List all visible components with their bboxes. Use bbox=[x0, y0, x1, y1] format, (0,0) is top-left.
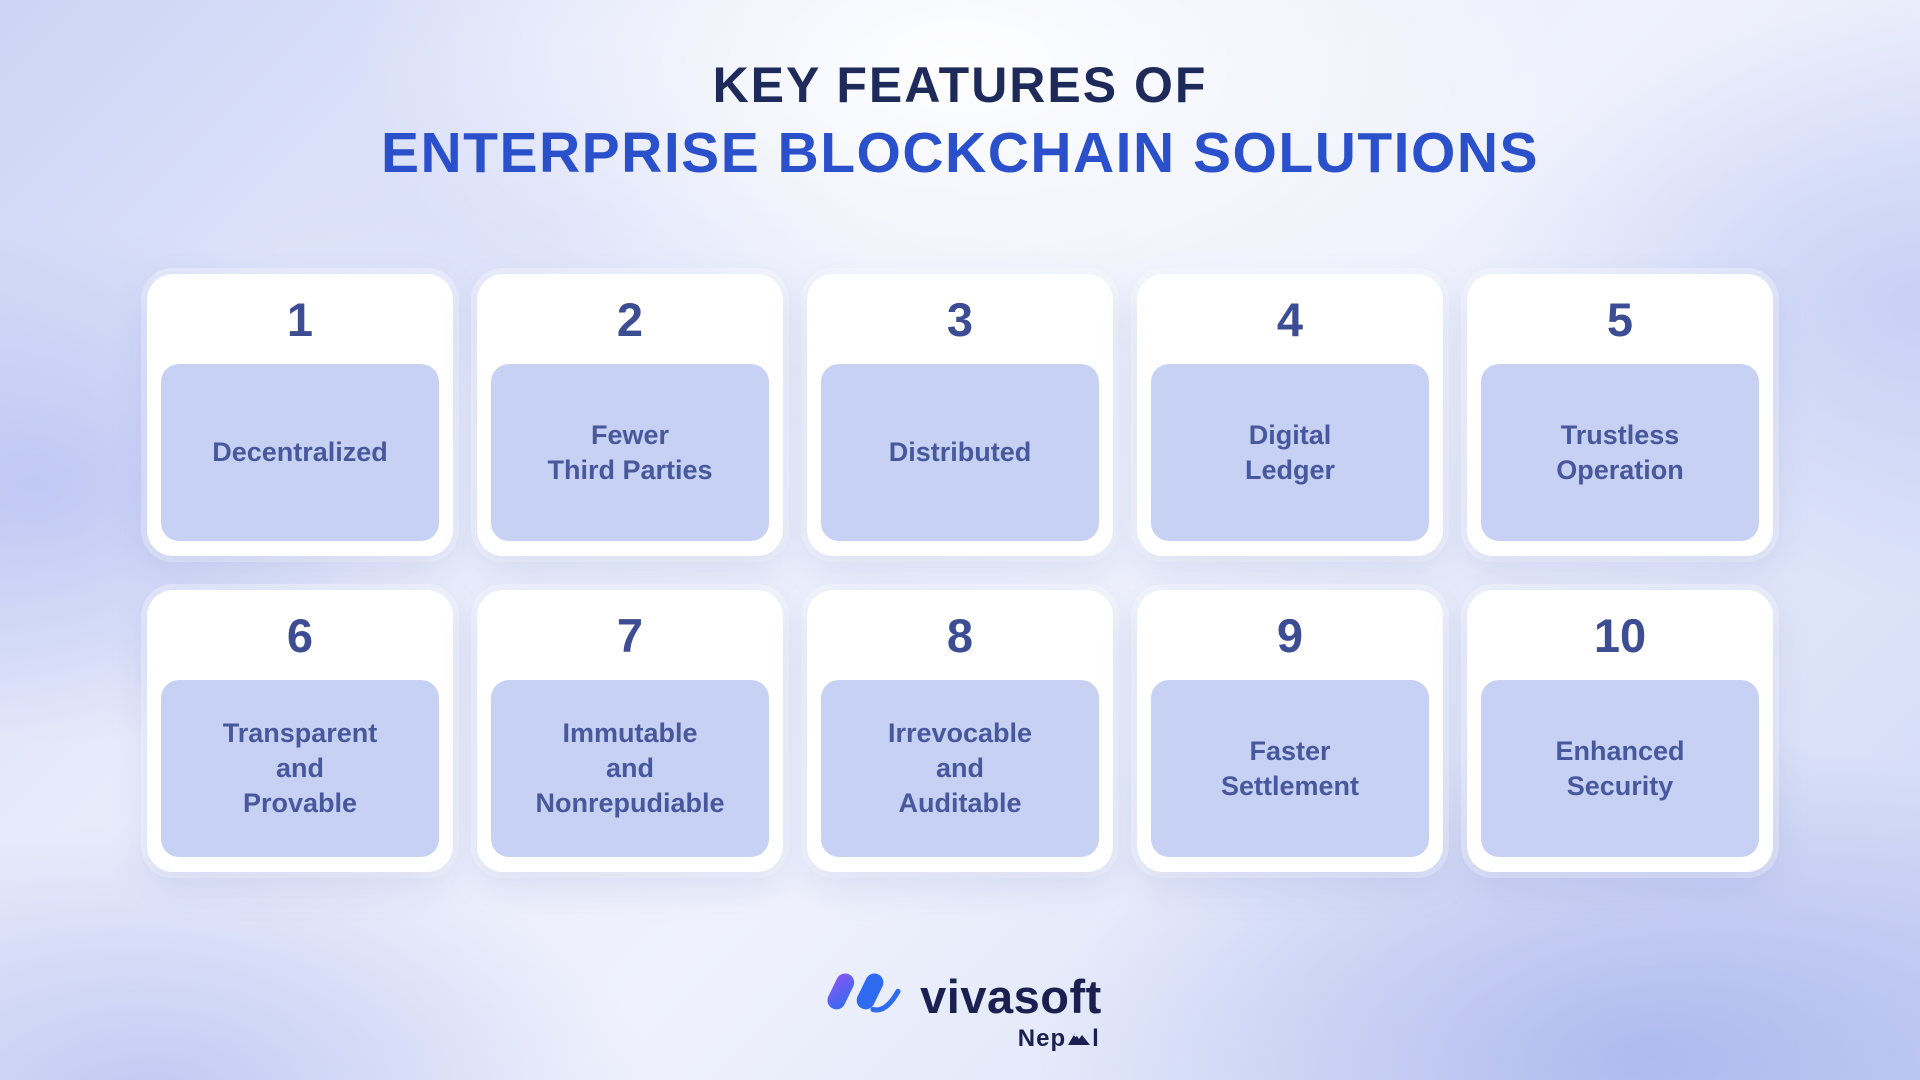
feature-card-2: 2 Fewer Third Parties bbox=[477, 274, 783, 557]
feature-label: Faster Settlement bbox=[1220, 735, 1360, 801]
feature-box: Enhanced Security bbox=[1481, 680, 1759, 858]
feature-label: Distributed bbox=[888, 437, 1032, 468]
feature-label: Trustless Operation bbox=[1556, 419, 1684, 485]
feature-card-9: 9 Faster Settlement bbox=[1137, 590, 1443, 873]
feature-label: Irrevocable and Auditable bbox=[887, 717, 1033, 819]
feature-box: Faster Settlement bbox=[1151, 680, 1429, 858]
feature-number: 8 bbox=[946, 608, 974, 662]
feature-box: Immutable and Nonrepudiable bbox=[491, 680, 769, 858]
feature-box: Irrevocable and Auditable bbox=[821, 680, 1099, 858]
feature-box: Decentralized bbox=[161, 364, 439, 542]
feature-card-8: 8 Irrevocable and Auditable bbox=[807, 590, 1113, 873]
feature-card-6: 6 Transparent and Provable bbox=[147, 590, 453, 873]
feature-box: Transparent and Provable bbox=[161, 680, 439, 858]
nepal-prefix: Nep bbox=[1017, 1025, 1067, 1053]
feature-number: 6 bbox=[286, 608, 314, 662]
feature-label: Decentralized bbox=[212, 437, 388, 468]
feature-box: Trustless Operation bbox=[1481, 364, 1759, 542]
brand-region: Nep l bbox=[1018, 1025, 1100, 1053]
feature-label: Enhanced Security bbox=[1555, 735, 1685, 801]
feature-card-5: 5 Trustless Operation bbox=[1467, 274, 1773, 557]
feature-card-7: 7 Immutable and Nonrepudiable bbox=[477, 590, 783, 873]
feature-number: 5 bbox=[1606, 292, 1634, 346]
footer-logo: vivasoft Nep l bbox=[818, 966, 1102, 1053]
feature-number: 10 bbox=[1593, 608, 1647, 662]
title-line-1: KEY FEATURES OF bbox=[712, 57, 1208, 113]
feature-number: 3 bbox=[946, 292, 974, 346]
feature-box: Digital Ledger bbox=[1151, 364, 1429, 542]
feature-number: 4 bbox=[1276, 292, 1304, 346]
brand-name: vivasoft bbox=[920, 970, 1102, 1024]
feature-number: 9 bbox=[1276, 608, 1304, 662]
feature-card-10: 10 Enhanced Security bbox=[1467, 590, 1773, 873]
page-title: KEY FEATURES OF ENTERPRISE BLOCKCHAIN SO… bbox=[381, 56, 1539, 186]
feature-card-1: 1 Decentralized bbox=[147, 274, 453, 557]
title-line-2: ENTERPRISE BLOCKCHAIN SOLUTIONS bbox=[380, 121, 1540, 185]
vivasoft-logo-icon bbox=[818, 966, 904, 1027]
feature-number: 2 bbox=[616, 292, 644, 346]
feature-box: Distributed bbox=[821, 364, 1099, 542]
nepal-suffix: l bbox=[1092, 1025, 1100, 1053]
feature-number: 1 bbox=[286, 292, 314, 346]
feature-number: 7 bbox=[616, 608, 644, 662]
feature-label: Fewer Third Parties bbox=[547, 419, 713, 485]
feature-label: Digital Ledger bbox=[1244, 419, 1336, 485]
features-grid: 1 Decentralized 2 Fewer Third Parties 3 … bbox=[147, 274, 1773, 873]
feature-card-3: 3 Distributed bbox=[807, 274, 1113, 557]
feature-label: Immutable and Nonrepudiable bbox=[535, 717, 725, 819]
feature-label: Transparent and Provable bbox=[222, 717, 378, 819]
mountain-icon bbox=[1067, 1029, 1091, 1051]
feature-card-4: 4 Digital Ledger bbox=[1137, 274, 1443, 557]
feature-box: Fewer Third Parties bbox=[491, 364, 769, 542]
